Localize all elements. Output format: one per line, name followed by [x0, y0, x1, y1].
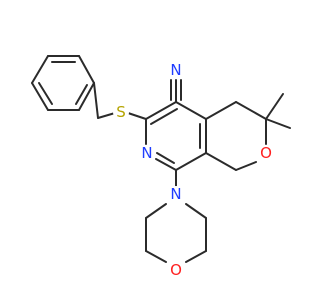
structure-canvas: S N N N O O: [31, 55, 291, 279]
morpholine-nitrogen-label: N: [170, 185, 181, 203]
phenyl-ring: [31, 55, 95, 111]
molecule-structure: S N N N O O: [31, 55, 291, 279]
atom-O-pyran: O: [258, 144, 274, 162]
methyl-bond: [265, 118, 291, 129]
bond: [235, 161, 257, 171]
atom-N-nitrile: N: [168, 61, 184, 79]
double-bond-inner: [75, 84, 88, 105]
bond: [145, 250, 167, 263]
nitrile-nitrogen-label: N: [170, 61, 181, 79]
bond: [31, 82, 49, 111]
bond: [185, 203, 207, 219]
double-bond-inner: [38, 82, 53, 105]
methyl-bond: [265, 93, 284, 120]
atom-S: S: [113, 103, 129, 121]
bond: [175, 152, 207, 171]
morpholine-ring: [145, 203, 207, 263]
bond: [205, 101, 237, 120]
double-bond-inner: [156, 152, 175, 164]
bond: [205, 152, 237, 171]
sulfur-label: S: [116, 103, 126, 121]
bond: [93, 82, 99, 119]
pyran-ring: [205, 101, 267, 171]
double-bond-inner: [150, 108, 178, 125]
bond: [175, 101, 207, 120]
bond: [235, 101, 267, 120]
bond: [155, 158, 177, 171]
bond: [185, 250, 207, 263]
bond: [78, 55, 95, 84]
bond: [78, 82, 95, 111]
atom-O-morpholine: O: [168, 261, 184, 279]
bond: [127, 112, 147, 120]
bond: [145, 101, 177, 120]
atom-N-morpholine: N: [168, 185, 184, 203]
morpholine-oxygen-label: O: [170, 261, 182, 279]
bond: [145, 203, 167, 219]
pyran-oxygen-label: O: [260, 144, 272, 162]
pyridine-ring: [145, 101, 207, 171]
bond: [97, 112, 116, 119]
atom-N-pyridine: N: [139, 144, 155, 162]
bond: [31, 55, 49, 84]
pyridine-nitrogen-label: N: [141, 144, 152, 162]
